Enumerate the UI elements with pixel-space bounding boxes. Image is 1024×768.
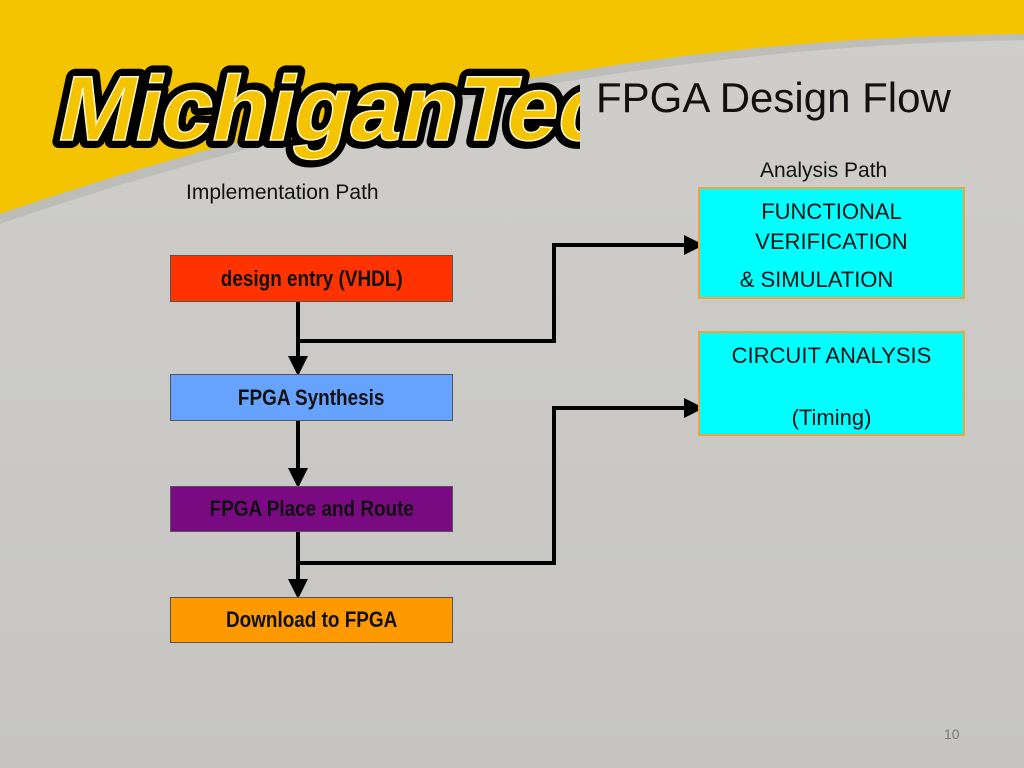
fpga-synthesis-label: FPGA Synthesis	[238, 384, 385, 410]
circuit-line1: CIRCUIT ANALYSIS	[731, 343, 932, 368]
arrow-to-functional-verification	[298, 235, 704, 343]
michigan-tech-logo: MichiganTech MichiganTech	[42, 49, 580, 168]
place-and-route-box: FPGA Place and Route	[170, 486, 453, 532]
logo-outline: MichiganTech	[50, 57, 580, 160]
place-and-route-label: FPGA Place and Route	[209, 496, 414, 521]
design-entry-box: design entry (VHDL)	[170, 255, 453, 302]
yellow-banner	[0, 0, 1024, 224]
download-to-fpga-box: Download to FPGA	[170, 597, 453, 643]
fpga-synthesis-box: FPGA Synthesis	[170, 374, 453, 421]
download-to-fpga-label: Download to FPGA	[225, 607, 398, 632]
implementation-path-label: Implementation Path	[186, 181, 379, 204]
analysis-path-label: Analysis Path	[760, 159, 888, 182]
circuit-line2: (Timing)	[791, 405, 872, 430]
design-entry-label: design entry (VHDL)	[220, 265, 403, 291]
functional-verification-box: FUNCTIONAL VERIFICATION & SIMULATION	[698, 187, 965, 299]
functional-line3: & SIMULATION	[739, 267, 894, 292]
functional-line2: VERIFICATION	[755, 229, 908, 254]
arrow-to-circuit-analysis	[298, 398, 704, 565]
slide-title: FPGA Design Flow	[596, 74, 951, 121]
circuit-analysis-box: CIRCUIT ANALYSIS (Timing)	[698, 331, 965, 436]
banner-shape	[0, 0, 1024, 214]
logo-text: MichiganTech	[50, 57, 580, 160]
page-number: 10	[944, 726, 960, 742]
functional-line1: FUNCTIONAL	[761, 199, 902, 224]
